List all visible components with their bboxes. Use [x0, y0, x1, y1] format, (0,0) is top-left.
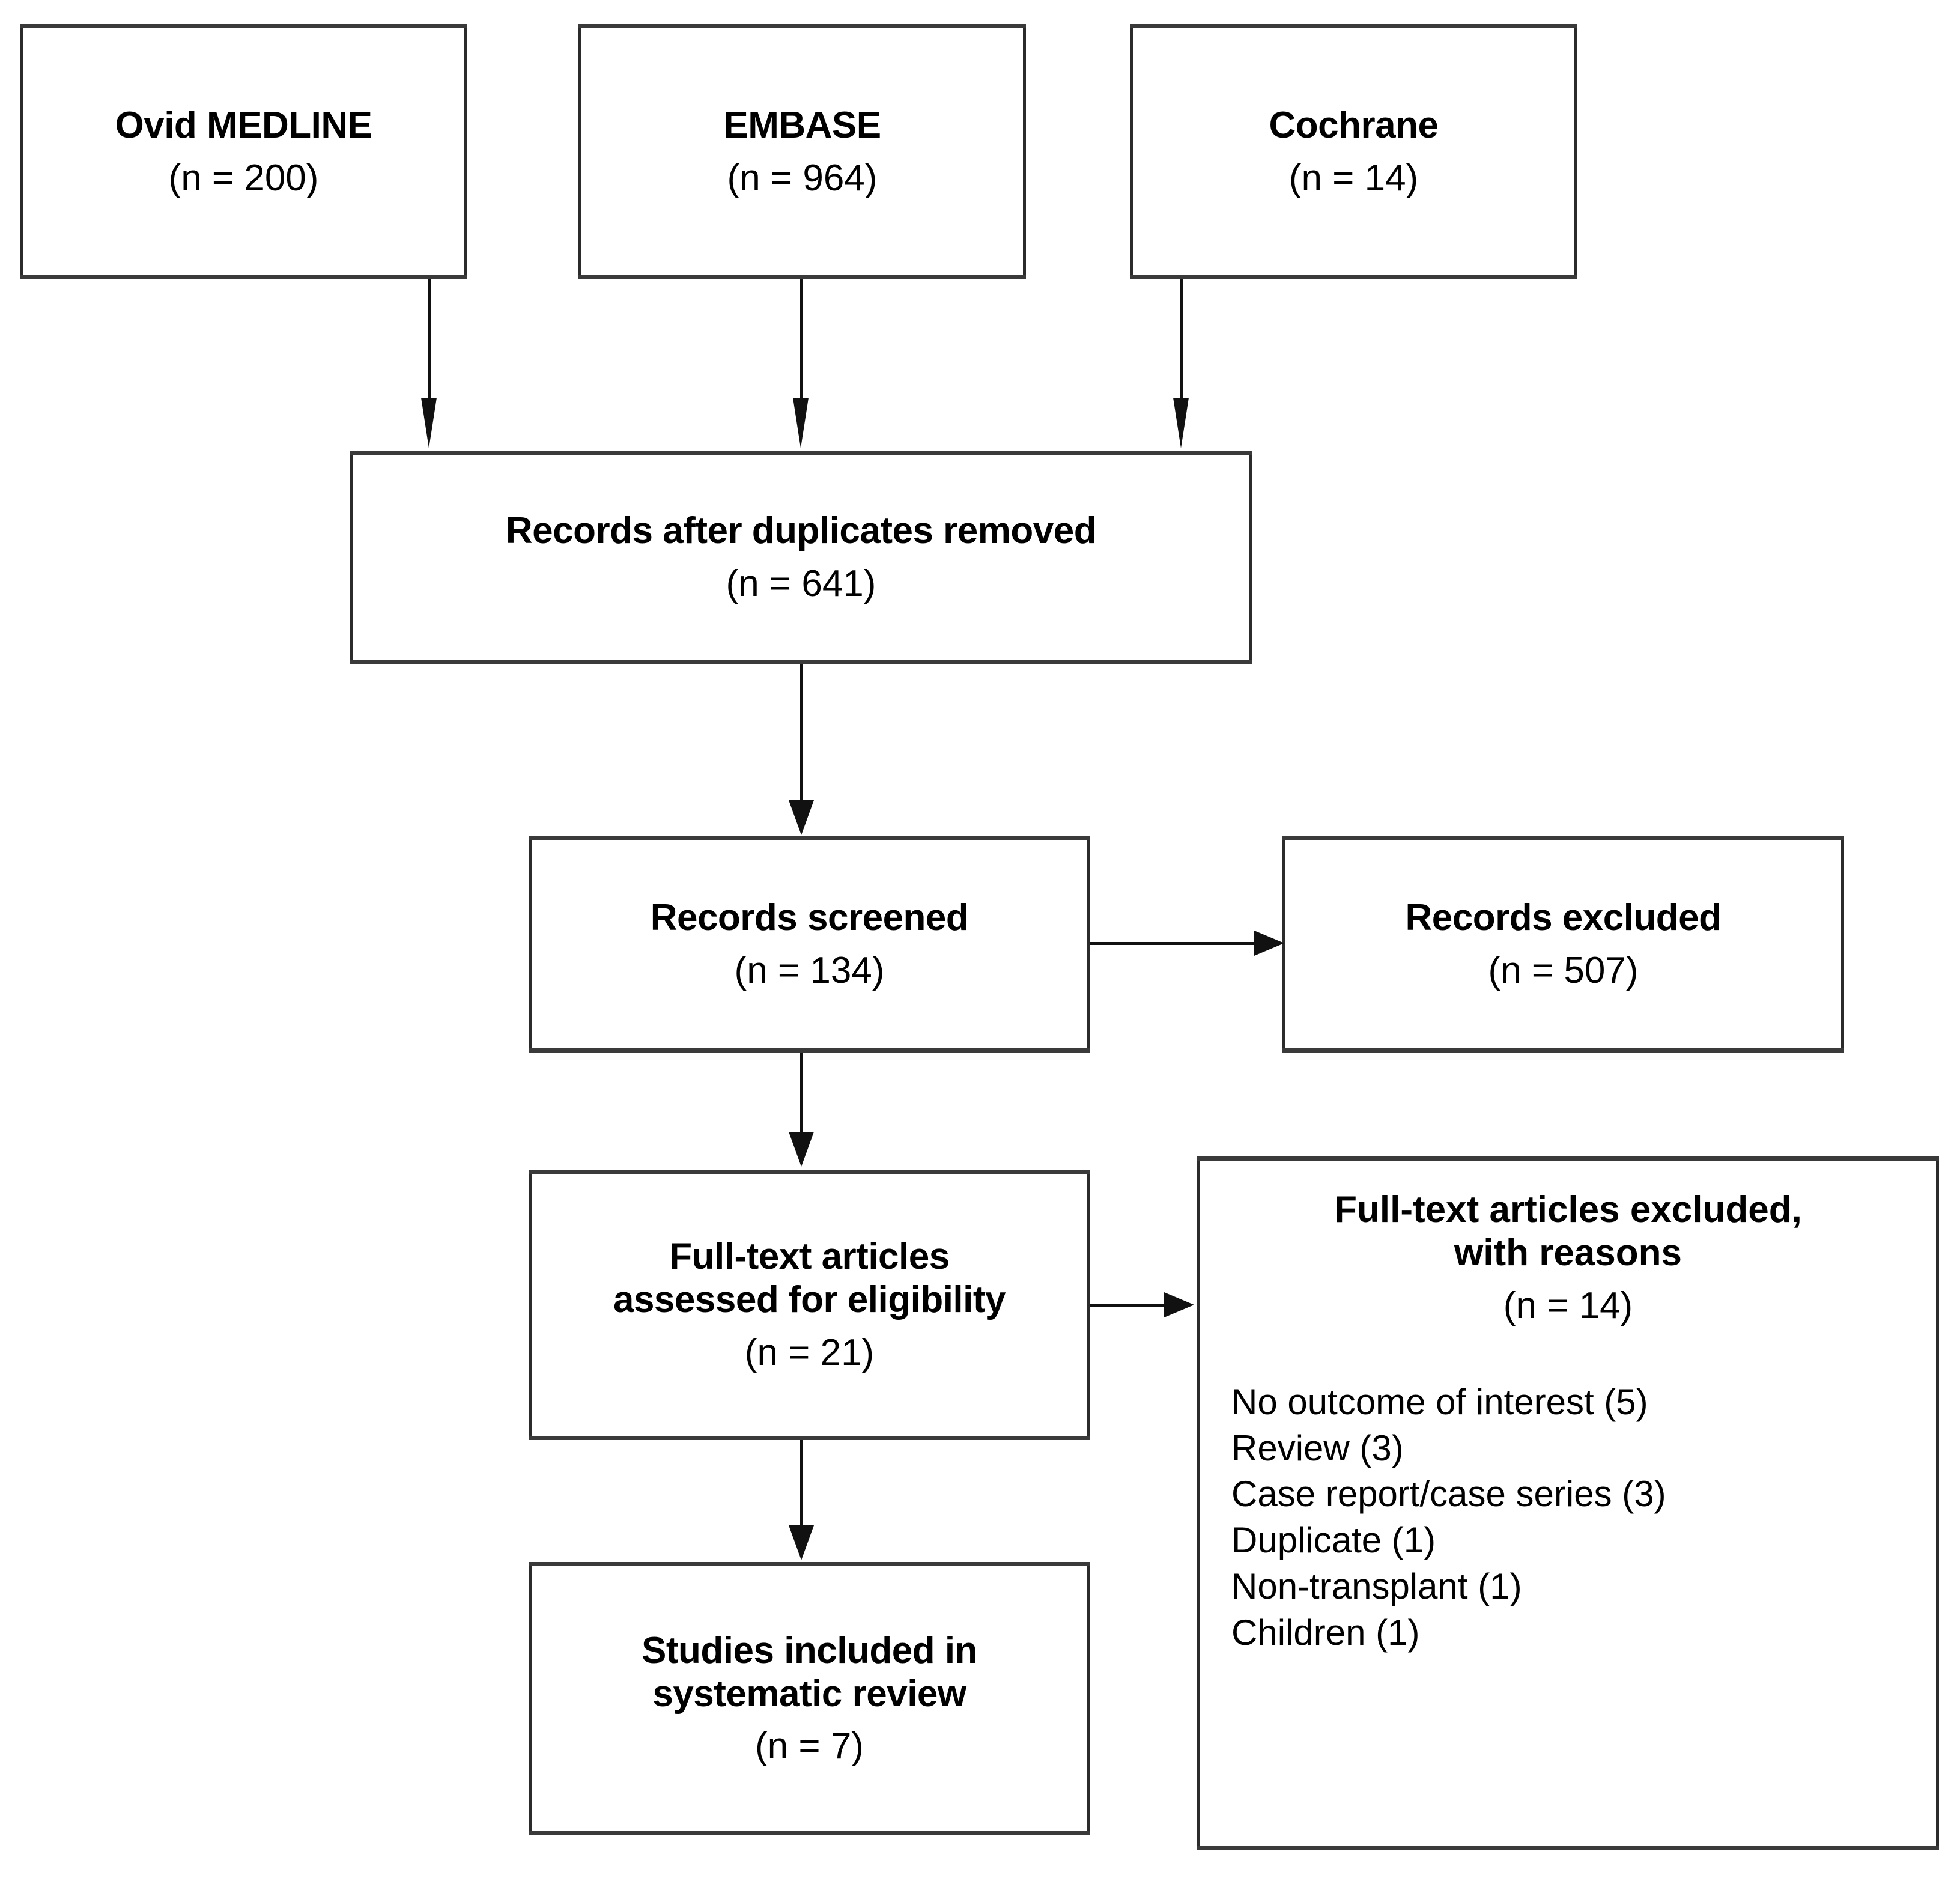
connector-embase-to-dedup — [800, 279, 803, 409]
box-records-after-duplicates-removed: Records after duplicates removed (n = 64… — [350, 451, 1252, 664]
box-fulltext-assessed-count: (n = 21) — [744, 1331, 875, 1373]
connector-screened-to-fulltext — [800, 1053, 803, 1134]
box-ovid-medline-title: Ovid MEDLINE — [115, 104, 372, 146]
box-fulltext-assessed: Full-text articles assessed for eligibil… — [529, 1170, 1090, 1440]
box-ovid-medline-count: (n = 200) — [168, 157, 319, 199]
arrow-fulltext-to-reasons — [1164, 1292, 1194, 1317]
exclusion-reason-item: No outcome of interest (5) — [1231, 1381, 1648, 1422]
arrow-dedup-to-screened — [789, 800, 814, 835]
box-cochrane-count: (n = 14) — [1288, 157, 1419, 199]
exclusion-reason-item: Case report/case series (3) — [1231, 1474, 1666, 1515]
connector-cochrane-to-dedup — [1180, 279, 1183, 409]
exclusion-reason-item: Duplicate (1) — [1231, 1520, 1436, 1561]
box-embase-count: (n = 964) — [727, 157, 878, 199]
box-fulltext-excluded-with-reasons: Full-text articles excluded, with reason… — [1197, 1156, 1939, 1850]
box-records-screened-title: Records screened — [650, 897, 969, 939]
arrow-cochrane-to-dedup — [1173, 398, 1189, 448]
box-records-screened-count: (n = 134) — [734, 950, 885, 991]
connector-medline-to-dedup — [428, 279, 431, 409]
arrow-medline-to-dedup — [421, 398, 437, 448]
box-dedup-title: Records after duplicates removed — [505, 509, 1097, 552]
box-records-screened: Records screened (n = 134) — [529, 836, 1090, 1053]
box-records-excluded: Records excluded (n = 507) — [1282, 836, 1844, 1053]
connector-screened-to-excluded — [1090, 942, 1258, 945]
arrow-screened-to-fulltext — [789, 1132, 814, 1167]
arrow-fulltext-to-included — [789, 1525, 814, 1560]
box-cochrane: Cochrane (n = 14) — [1130, 24, 1577, 279]
box-embase-title: EMBASE — [723, 104, 881, 146]
exclusion-reason-item: Non-transplant (1) — [1231, 1566, 1522, 1606]
box-ovid-medline: Ovid MEDLINE (n = 200) — [20, 24, 467, 279]
box-reasons-count: (n = 14) — [1503, 1284, 1633, 1326]
box-fulltext-assessed-title: Full-text articles assessed for eligibil… — [613, 1236, 1006, 1321]
exclusion-reason-list: No outcome of interest (5) Review (3) Ca… — [1200, 1379, 1936, 1656]
box-studies-included: Studies included in systematic review (n… — [529, 1562, 1090, 1835]
connector-fulltext-to-included — [800, 1440, 803, 1527]
box-records-excluded-count: (n = 507) — [1488, 950, 1639, 991]
exclusion-reason-item: Children (1) — [1231, 1612, 1420, 1653]
box-embase: EMBASE (n = 964) — [578, 24, 1026, 279]
box-dedup-count: (n = 641) — [726, 562, 876, 604]
box-studies-included-title: Studies included in systematic review — [642, 1629, 977, 1715]
box-studies-included-count: (n = 7) — [755, 1725, 864, 1767]
box-cochrane-title: Cochrane — [1269, 104, 1439, 146]
arrow-embase-to-dedup — [793, 398, 809, 448]
connector-dedup-to-screened — [800, 664, 803, 803]
box-records-excluded-title: Records excluded — [1405, 897, 1722, 939]
connector-fulltext-to-reasons — [1090, 1304, 1168, 1307]
exclusion-reason-item: Review (3) — [1231, 1427, 1404, 1468]
box-reasons-title: Full-text articles excluded, with reason… — [1334, 1189, 1802, 1274]
arrow-screened-to-excluded — [1254, 931, 1284, 956]
